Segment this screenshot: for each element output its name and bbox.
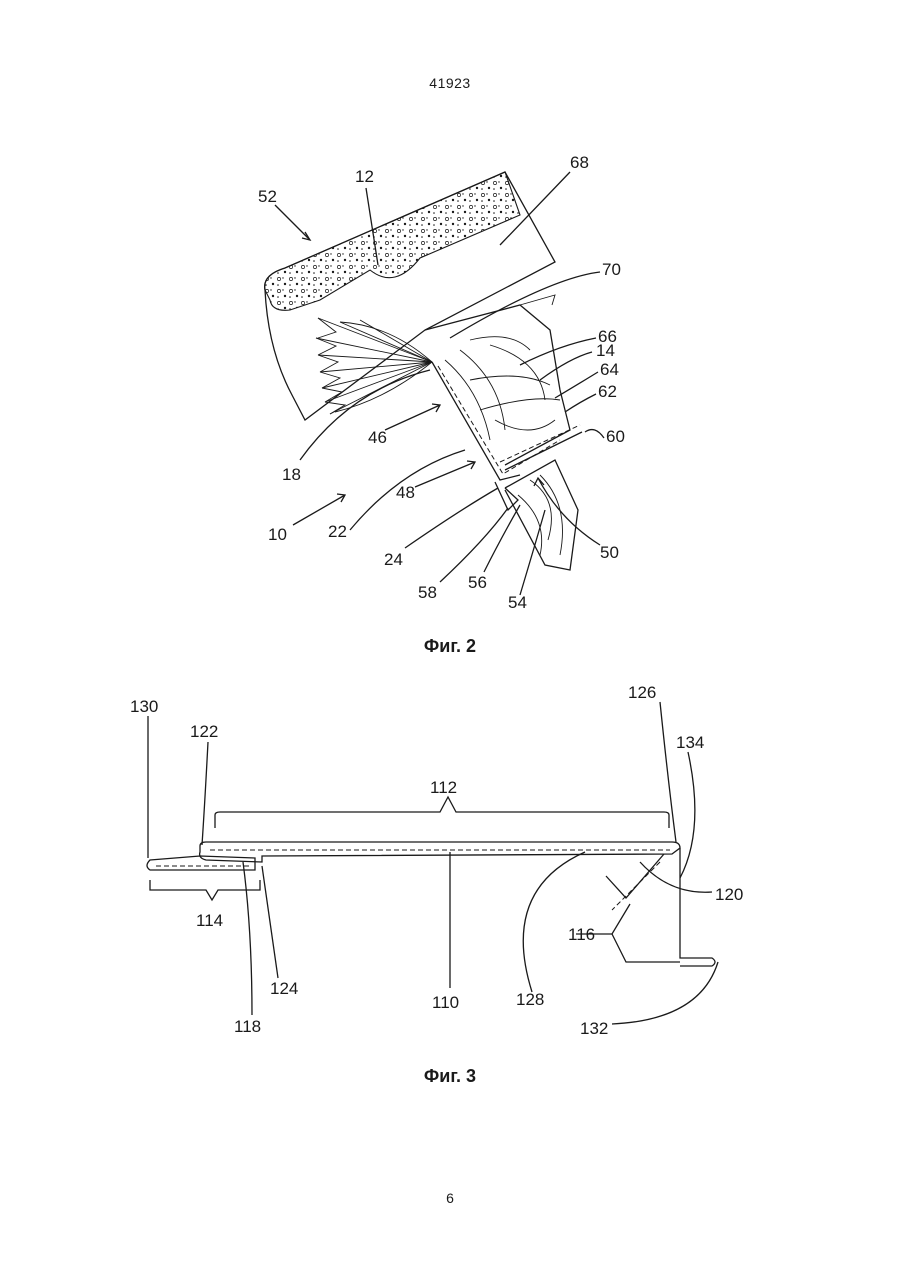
label-10: 10 <box>268 525 287 544</box>
brush-bristles <box>316 318 432 414</box>
label-122: 122 <box>190 722 218 741</box>
label-14: 14 <box>596 341 615 360</box>
label-132: 132 <box>580 1019 608 1038</box>
label-56: 56 <box>468 573 487 592</box>
label-62: 62 <box>598 382 617 401</box>
seal-flange <box>495 482 518 510</box>
seal-strip <box>432 362 520 480</box>
label-24: 24 <box>384 550 403 569</box>
label-12: 12 <box>355 167 374 186</box>
brace-114 <box>150 880 260 900</box>
label-116: 116 <box>568 925 595 944</box>
label-112: 112 <box>430 778 457 797</box>
label-118: 118 <box>234 1017 261 1036</box>
label-70: 70 <box>602 260 621 279</box>
brace-112 <box>215 797 669 828</box>
label-128: 128 <box>516 990 544 1009</box>
label-64: 64 <box>600 360 619 379</box>
label-114: 114 <box>196 911 223 930</box>
gasket-60-edge <box>505 432 582 470</box>
main-profile <box>200 842 680 862</box>
label-54: 54 <box>508 593 527 612</box>
gasket-60 <box>500 425 580 462</box>
label-68: 68 <box>570 153 589 172</box>
label-50: 50 <box>600 543 619 562</box>
label-134: 134 <box>676 733 704 752</box>
label-22: 22 <box>328 522 347 541</box>
label-60: 60 <box>606 427 625 446</box>
leader-lines-fig3 <box>148 702 718 1024</box>
label-18: 18 <box>282 465 301 484</box>
figure-2-drawing: 52 12 68 70 66 14 64 62 60 18 46 10 22 4… <box>258 153 625 612</box>
label-110: 110 <box>432 993 459 1012</box>
label-46: 46 <box>368 428 387 447</box>
label-48: 48 <box>396 483 415 502</box>
seal-strip-inner <box>438 366 560 474</box>
angled-leg-center <box>612 862 660 910</box>
page-number: 6 <box>0 1190 900 1206</box>
label-124: 124 <box>270 979 298 998</box>
label-120: 120 <box>715 885 743 904</box>
lower-panel-grain <box>518 475 563 555</box>
label-130: 130 <box>130 697 158 716</box>
foam-layer <box>265 172 520 310</box>
figure-3-caption: Фиг. 3 <box>0 1066 900 1087</box>
label-126: 126 <box>628 683 656 702</box>
figure-2-caption: Фиг. 2 <box>0 636 900 657</box>
label-52: 52 <box>258 187 277 206</box>
panel-grain <box>445 337 560 440</box>
figure-3-drawing: 130 122 112 126 134 114 120 116 124 118 … <box>130 683 743 1038</box>
label-58: 58 <box>418 583 437 602</box>
window-panel <box>425 305 570 465</box>
